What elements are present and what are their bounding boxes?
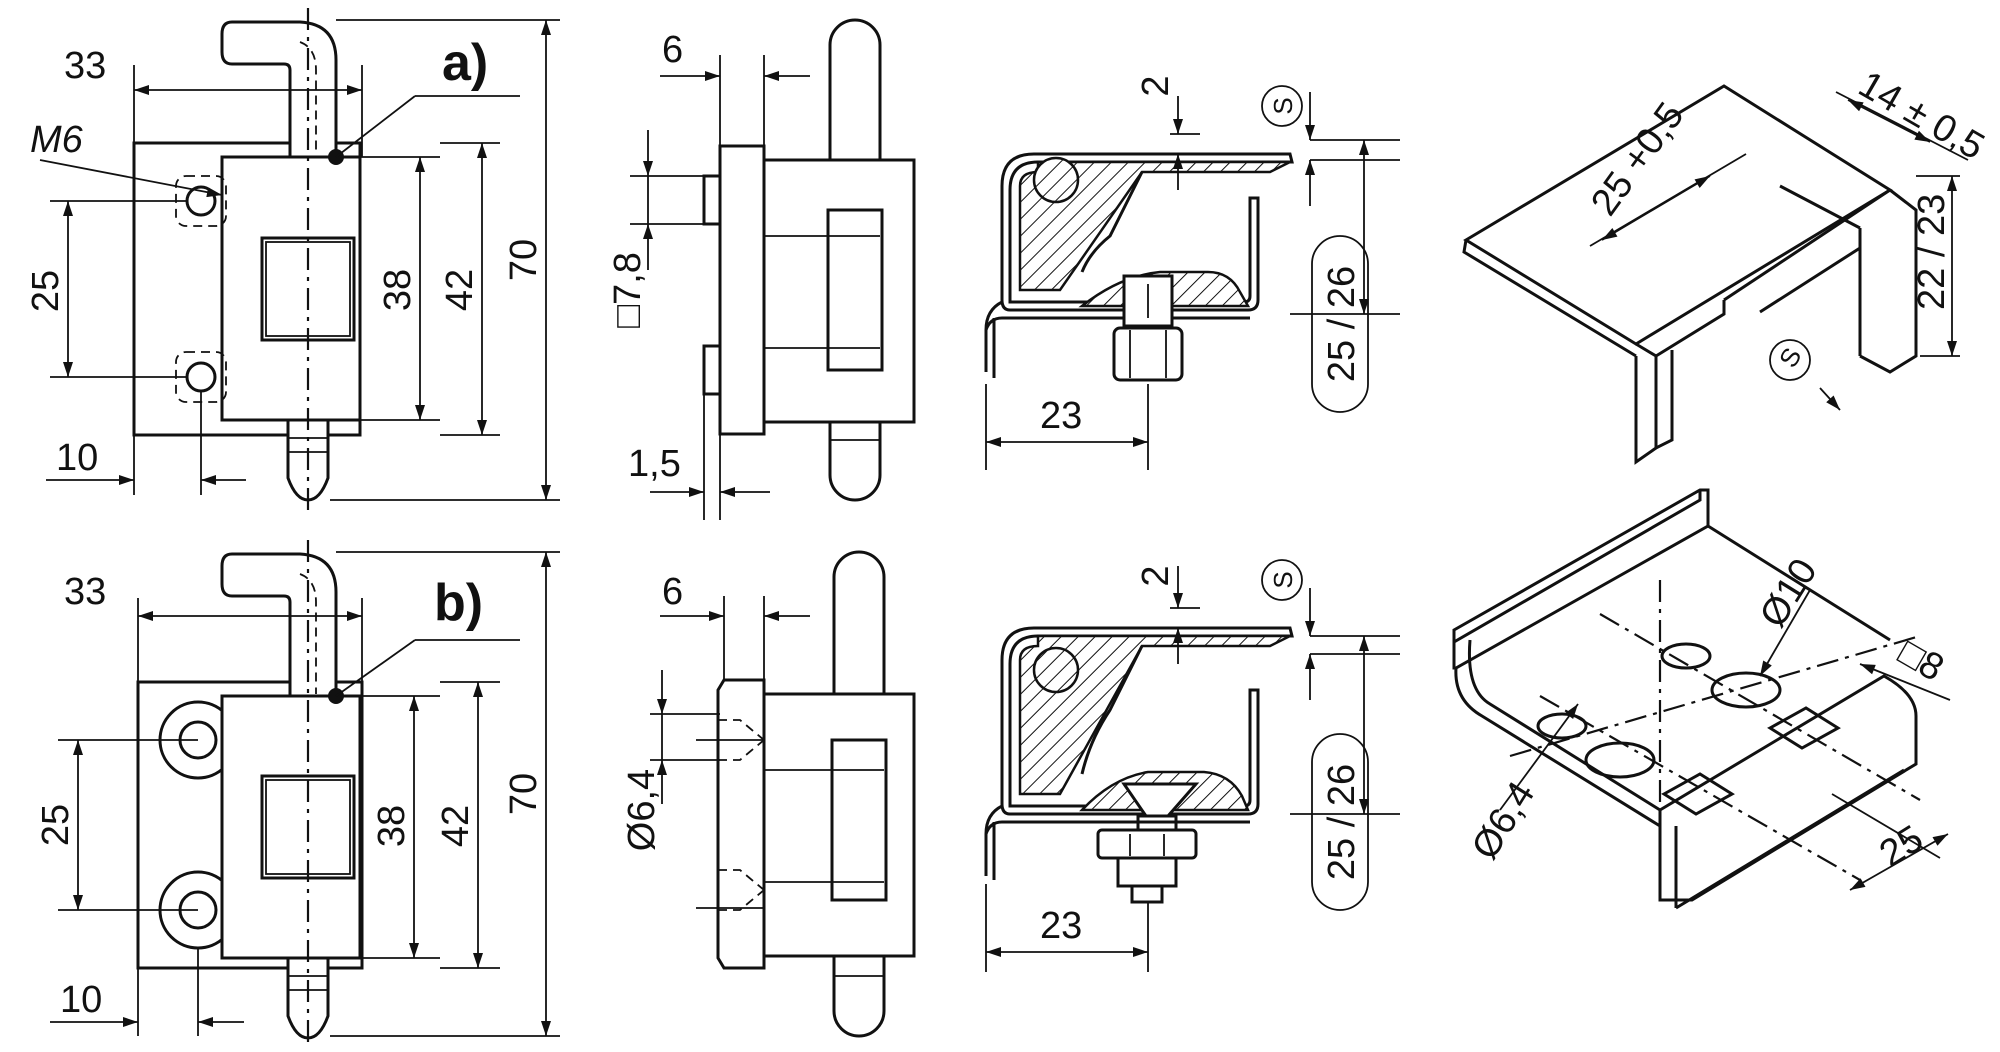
front-dims-b: 33 25 38 42 70 10 [35, 551, 560, 1037]
bracket-dims-bottom: Ø10 □8 Ø6,4 25 [1464, 552, 1951, 891]
dim-38-a: 38 [377, 269, 419, 311]
dim-70-b: 70 [503, 773, 545, 815]
dim-22-23: 22 / 23 [1911, 194, 1953, 310]
dim-23-a: 23 [1040, 395, 1082, 437]
dim-2-a: 2 [1135, 75, 1177, 96]
dim-70-a: 70 [503, 239, 545, 281]
variant-b-label: b) [434, 574, 483, 632]
s-symbol-top: S [1773, 342, 1808, 372]
section-view-a [984, 152, 1294, 382]
front-view-b: b) [136, 540, 520, 1048]
dim-25-b: 25 [35, 804, 77, 846]
dim-m6: M6 [30, 119, 84, 161]
dim-6-a: 6 [662, 29, 683, 71]
dim-14-0-5: 14 ± 0,5 [1852, 63, 1992, 168]
dim-10-b: 10 [60, 979, 102, 1021]
side-view-b [696, 550, 916, 1038]
dim-42-b: 42 [435, 805, 477, 847]
variant-a-label: a) [442, 34, 488, 92]
dim-38-b: 38 [371, 805, 413, 847]
dim-10-a: 10 [56, 437, 98, 479]
dim-25-bracket: 25 [1873, 818, 1931, 876]
bracket-dims-top: 25 +0,5 14 ± 0,5 22 / 23 S [1583, 63, 1992, 411]
bracket-iso-bottom [1452, 488, 1921, 910]
dim-square-7-8: □7,8 [607, 252, 649, 328]
dim-23-b: 23 [1040, 905, 1082, 947]
side-dims-b: 6 Ø6,4 [621, 571, 810, 851]
dim-2-b: 2 [1135, 565, 1177, 586]
front-view-a: a) [132, 8, 520, 515]
dim-1-5: 1,5 [628, 443, 681, 485]
dim-42-a: 42 [439, 269, 481, 311]
dim-25-26-b: 25 / 26 [1321, 764, 1363, 880]
dim-25-a: 25 [25, 270, 67, 312]
bracket-iso-top [1462, 84, 1918, 465]
dim-dia-6-4-bracket: Ø6,4 [1464, 775, 1543, 867]
dim-33-a: 33 [64, 45, 106, 87]
section-view-b [984, 626, 1294, 904]
dim-6-b: 6 [662, 571, 683, 613]
s-symbol-b: S [1268, 571, 1298, 588]
front-dims-a: 33 M6 25 38 42 70 10 [25, 19, 560, 501]
dim-dia-6-4-side: Ø6,4 [621, 769, 663, 851]
section-dims-a: 2 S 25 / 26 23 [985, 75, 1400, 470]
dim-33-b: 33 [64, 571, 106, 613]
side-view-a [702, 18, 916, 502]
section-dims-b: 2 S 25 / 26 23 [985, 559, 1400, 972]
s-symbol-a: S [1268, 97, 1298, 114]
dim-25-26-a: 25 / 26 [1321, 266, 1363, 382]
side-dims-a: 6 □7,8 1,5 [607, 29, 810, 520]
